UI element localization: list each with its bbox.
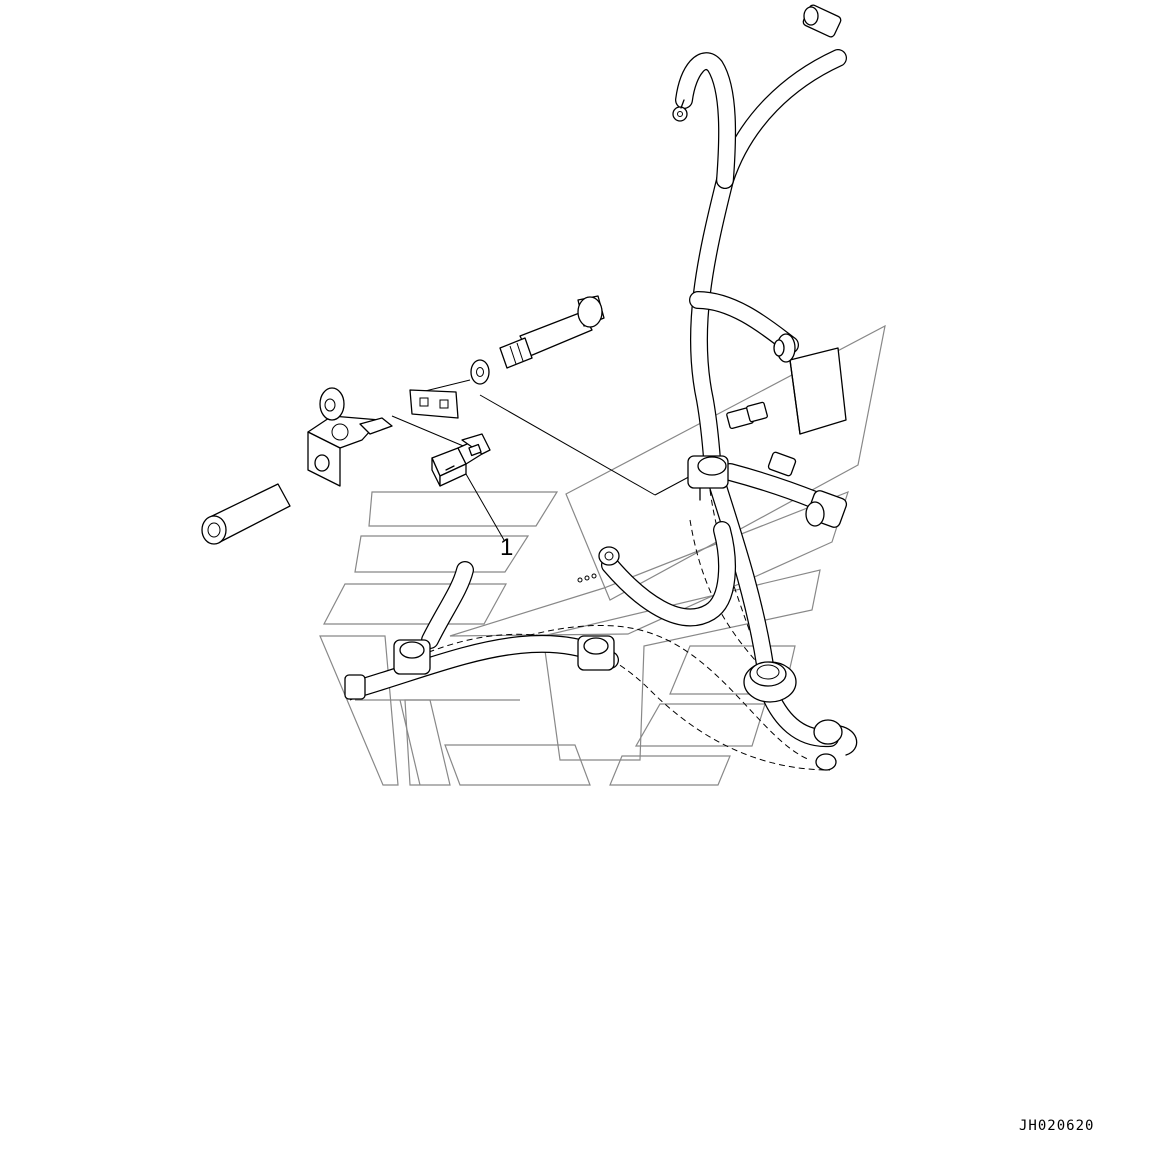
- harness-end-connector: [802, 4, 842, 38]
- side-connector: [767, 451, 848, 528]
- mounting-bracket: [307, 387, 393, 487]
- lower-clamps: [344, 635, 615, 700]
- drawing-code: JH020620: [1019, 1118, 1095, 1134]
- eyelet-terminal: [577, 546, 620, 583]
- callout-number: 1: [500, 534, 514, 561]
- bolt: [499, 295, 605, 369]
- lower-connector: [813, 719, 858, 771]
- washer: [470, 359, 490, 385]
- small-connector: [726, 401, 768, 430]
- main-harness: [351, 49, 847, 748]
- part-1-connector: [431, 433, 491, 487]
- grommet: [743, 661, 797, 703]
- callout-leader-line: [465, 473, 505, 541]
- harness-clamp: [687, 455, 729, 501]
- mounting-plate: [409, 389, 459, 419]
- ring-terminal: [672, 99, 688, 122]
- routing-lines: [391, 379, 699, 496]
- spacer-sleeve: [201, 483, 291, 545]
- relay-block: [773, 333, 847, 435]
